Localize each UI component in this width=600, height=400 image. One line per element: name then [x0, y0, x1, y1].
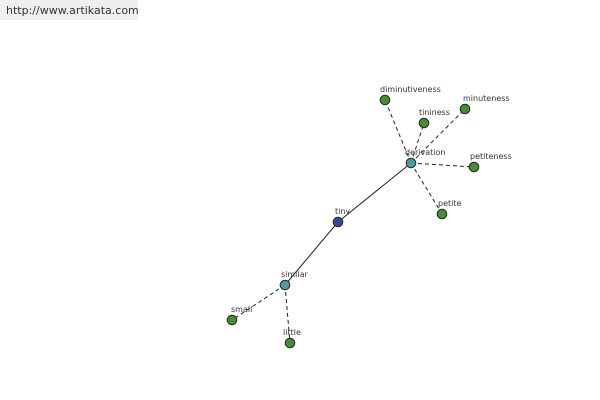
edge-derivation-diminutiveness	[384, 99, 412, 164]
edge-similar-small	[231, 284, 286, 321]
node-petiteness[interactable]	[468, 161, 480, 173]
source-bar: http://www.artikata.com	[0, 0, 139, 20]
edge-derivation-tininess	[410, 122, 425, 164]
node-label-tininess: tininess	[419, 108, 450, 117]
edge-derivation-minuteness	[410, 108, 466, 164]
node-petite[interactable]	[436, 208, 448, 220]
node-little[interactable]	[284, 337, 296, 349]
node-label-tiny: tiny	[335, 207, 350, 216]
labels-layer: tiny derivation similar diminutiveness tinin…	[231, 85, 512, 337]
node-label-little: little	[283, 328, 301, 337]
node-similar[interactable]	[279, 279, 291, 291]
node-label-small: small	[231, 305, 252, 314]
node-tiny[interactable]	[332, 216, 344, 228]
node-diminutiveness[interactable]	[379, 94, 391, 106]
edge-tiny-derivation	[337, 162, 412, 223]
node-label-minuteness: minuteness	[463, 94, 510, 103]
node-label-derivation: derivation	[405, 148, 445, 157]
node-label-diminutiveness: diminutiveness	[380, 85, 441, 94]
node-label-petiteness: petiteness	[470, 152, 512, 161]
edge-tiny-similar	[284, 221, 339, 286]
node-tininess[interactable]	[418, 117, 430, 129]
node-label-petite: petite	[438, 199, 461, 208]
node-minuteness[interactable]	[459, 103, 471, 115]
edges-layer	[231, 99, 475, 344]
edge-derivation-petite	[410, 162, 443, 215]
nodes-layer	[226, 94, 480, 349]
source-link[interactable]: http://www.artikata.com	[6, 4, 139, 17]
node-label-similar: similar	[281, 270, 309, 279]
node-small[interactable]	[226, 314, 238, 326]
node-derivation[interactable]	[405, 157, 417, 169]
edge-similar-little	[284, 284, 291, 344]
edge-derivation-petiteness	[410, 162, 475, 168]
